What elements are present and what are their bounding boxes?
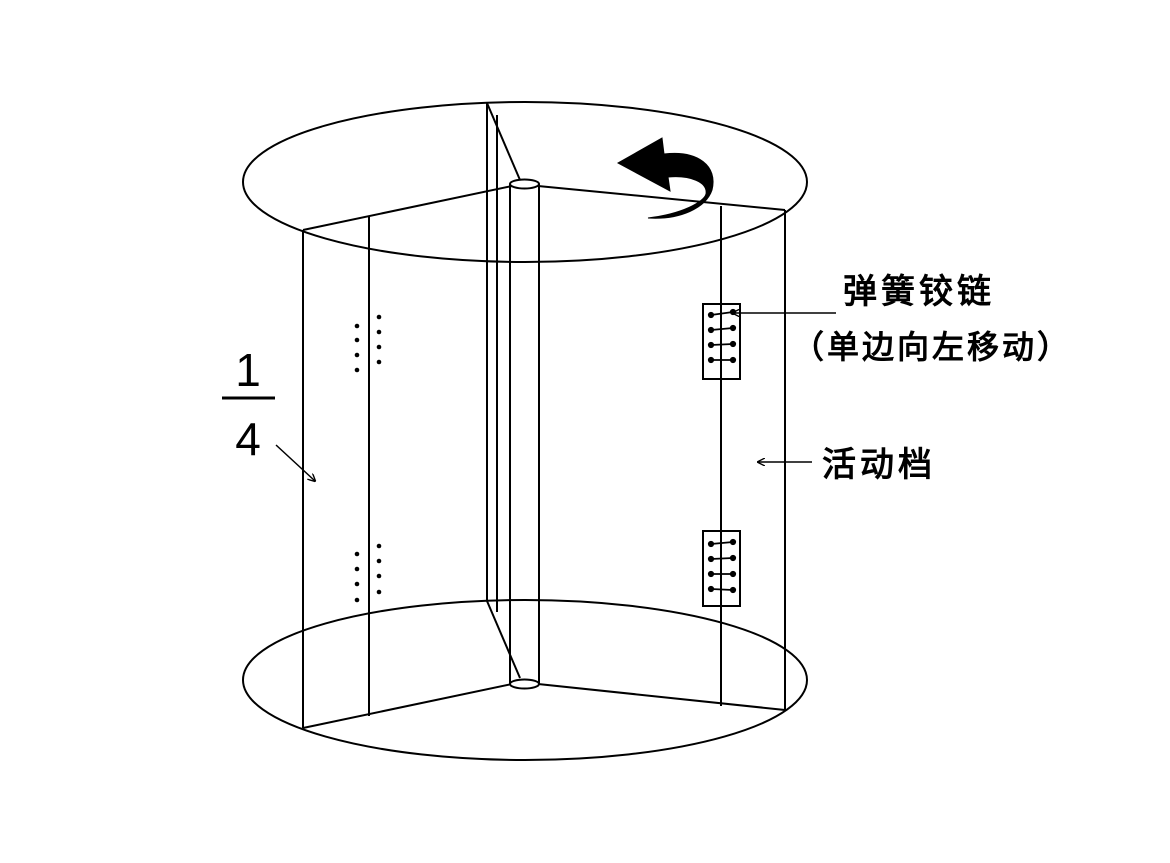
bottom-wing-right [537,683,786,711]
hinge-plate-upper [702,303,741,380]
hinge-pins-lower [707,538,737,594]
shaft-bottom [509,678,540,690]
fraction-numerator: 1 [235,344,261,396]
hinge-plate-lower [702,530,741,607]
movable-panel-label: 活动档 [822,445,936,485]
bottom-wing-left [302,683,513,729]
shaft-top [509,178,540,190]
bottom-wing-back [486,600,521,679]
top-wing-right [537,185,786,211]
top-wing-back [486,102,521,181]
fraction-denominator: 4 [235,413,261,465]
fraction-leader-line [275,444,315,481]
screw-holes-lower [354,543,382,603]
top-wing-left [302,185,513,231]
spring-hinge-label: 弹簧铰链 [843,272,995,312]
spring-hinge-note: （单边向左移动） [792,328,1072,366]
top-ellipse [242,101,808,263]
rotation-arrow-icon [616,137,714,219]
screw-holes-upper [354,314,382,373]
bottom-ellipse [242,599,808,761]
